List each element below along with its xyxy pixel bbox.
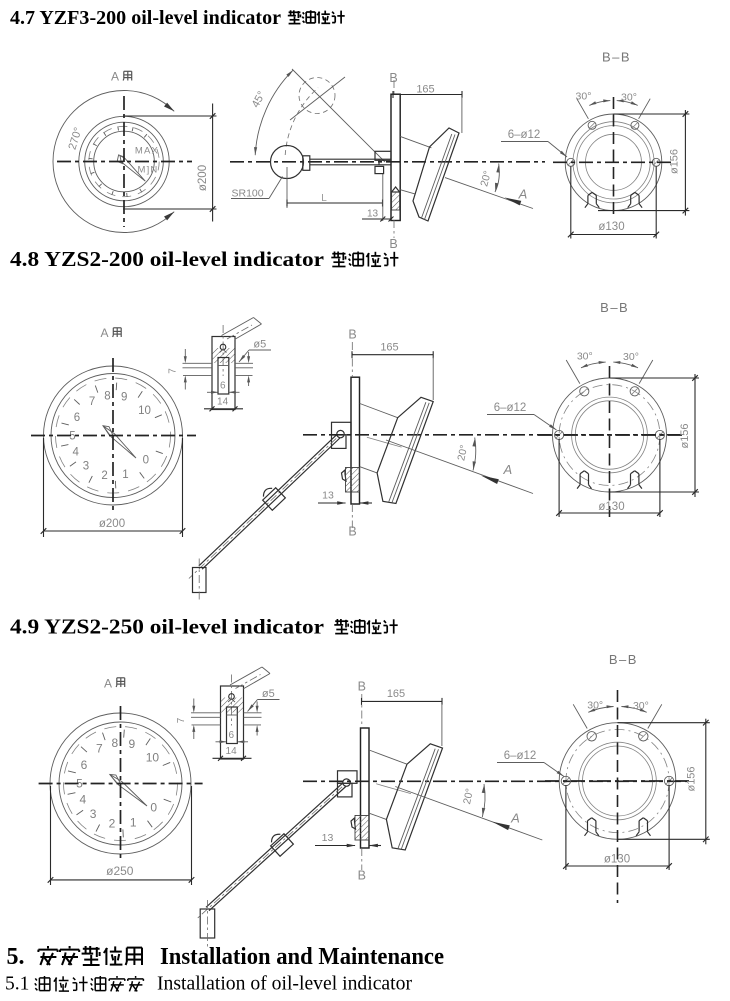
svg-text:5: 5 bbox=[76, 777, 83, 791]
svg-text:3: 3 bbox=[90, 807, 97, 821]
svg-text:20°: 20° bbox=[461, 787, 476, 805]
svg-text:14: 14 bbox=[217, 397, 229, 408]
svg-text:0: 0 bbox=[143, 454, 149, 466]
svg-text:20°: 20° bbox=[478, 169, 494, 187]
svg-text:2: 2 bbox=[101, 470, 107, 482]
svg-text:B–B: B–B bbox=[602, 50, 631, 65]
svg-text:13: 13 bbox=[322, 832, 334, 844]
svg-text:A: A bbox=[510, 811, 520, 826]
svg-text:MAX: MAX bbox=[135, 146, 159, 157]
svg-text:1: 1 bbox=[130, 816, 137, 830]
svg-text:ø250: ø250 bbox=[106, 864, 134, 878]
svg-text:SR100: SR100 bbox=[232, 188, 264, 200]
svg-text:ø130: ø130 bbox=[598, 501, 624, 513]
svg-text:M]N: M]N bbox=[137, 165, 158, 176]
svg-text:B: B bbox=[389, 71, 397, 85]
svg-text:30°: 30° bbox=[587, 700, 603, 712]
svg-text:ø156: ø156 bbox=[679, 423, 691, 448]
svg-text:4.7 YZF3-200 oil-level indicat: 4.7 YZF3-200 oil-level indicator bbox=[10, 8, 281, 29]
svg-text:4: 4 bbox=[79, 793, 86, 807]
svg-text:ø200: ø200 bbox=[197, 165, 209, 191]
svg-text:30°: 30° bbox=[576, 91, 592, 103]
svg-text:5.1: 5.1 bbox=[5, 974, 29, 995]
svg-text:14: 14 bbox=[226, 746, 238, 757]
svg-text:B: B bbox=[348, 525, 356, 539]
svg-text:A: A bbox=[111, 70, 119, 84]
svg-text:165: 165 bbox=[416, 84, 434, 96]
svg-text:30°: 30° bbox=[621, 92, 637, 104]
svg-text:L: L bbox=[321, 193, 327, 204]
svg-text:B–B: B–B bbox=[609, 652, 638, 667]
svg-text:6: 6 bbox=[81, 758, 88, 772]
svg-text:8: 8 bbox=[111, 736, 118, 750]
svg-text:ø5: ø5 bbox=[253, 339, 266, 351]
svg-text:3: 3 bbox=[83, 461, 89, 473]
svg-text:9: 9 bbox=[128, 737, 135, 751]
svg-text:6–ø12: 6–ø12 bbox=[494, 402, 527, 414]
svg-text:Installation of oil-level indi: Installation of oil-level indicator bbox=[157, 974, 413, 995]
svg-text:6: 6 bbox=[74, 412, 80, 424]
svg-text:10: 10 bbox=[146, 751, 160, 765]
svg-text:ø5: ø5 bbox=[262, 688, 275, 700]
svg-text:30°: 30° bbox=[623, 351, 639, 363]
svg-text:2: 2 bbox=[109, 817, 116, 831]
svg-text:8: 8 bbox=[104, 390, 110, 402]
svg-text:6: 6 bbox=[229, 730, 235, 741]
svg-text:7: 7 bbox=[168, 368, 179, 374]
svg-text:13: 13 bbox=[367, 209, 379, 220]
svg-text:4.9 YZS2-250 oil-level indicat: 4.9 YZS2-250 oil-level indicator bbox=[10, 615, 324, 639]
svg-text:ø130: ø130 bbox=[604, 854, 630, 866]
svg-text:A: A bbox=[502, 462, 512, 477]
svg-text:B: B bbox=[358, 869, 366, 883]
svg-text:A: A bbox=[518, 187, 528, 202]
svg-text:7: 7 bbox=[176, 717, 187, 723]
svg-text:B–B: B–B bbox=[600, 300, 629, 315]
svg-text:B: B bbox=[389, 237, 397, 251]
svg-text:20°: 20° bbox=[455, 444, 470, 462]
svg-text:ø200: ø200 bbox=[99, 518, 125, 530]
svg-text:4.8 YZS2-200 oil-level indicat: 4.8 YZS2-200 oil-level indicator bbox=[10, 247, 324, 271]
svg-text:Installation and Maintenance: Installation and Maintenance bbox=[160, 944, 444, 970]
svg-text:A: A bbox=[101, 326, 109, 340]
svg-text:165: 165 bbox=[380, 342, 398, 354]
svg-text:6–ø12: 6–ø12 bbox=[508, 129, 541, 141]
svg-text:4: 4 bbox=[72, 446, 79, 458]
svg-text:0: 0 bbox=[150, 801, 157, 815]
svg-text:30°: 30° bbox=[577, 351, 593, 363]
svg-text:B: B bbox=[348, 328, 356, 342]
svg-text:ø156: ø156 bbox=[669, 149, 681, 174]
svg-text:165: 165 bbox=[387, 688, 405, 700]
svg-text:7: 7 bbox=[96, 741, 103, 755]
svg-text:6: 6 bbox=[220, 381, 226, 392]
svg-text:13: 13 bbox=[322, 490, 334, 502]
svg-text:5: 5 bbox=[69, 431, 75, 443]
svg-text:B: B bbox=[358, 680, 366, 694]
svg-text:ø130: ø130 bbox=[598, 221, 624, 233]
svg-text:ø156: ø156 bbox=[686, 766, 698, 791]
svg-text:5.: 5. bbox=[7, 944, 25, 970]
svg-text:6–ø12: 6–ø12 bbox=[504, 750, 537, 762]
svg-text:9: 9 bbox=[121, 392, 127, 404]
svg-text:1: 1 bbox=[122, 469, 128, 481]
svg-text:10: 10 bbox=[138, 405, 151, 417]
svg-text:30°: 30° bbox=[633, 700, 649, 712]
svg-text:7: 7 bbox=[89, 396, 95, 408]
svg-text:A: A bbox=[104, 677, 112, 691]
